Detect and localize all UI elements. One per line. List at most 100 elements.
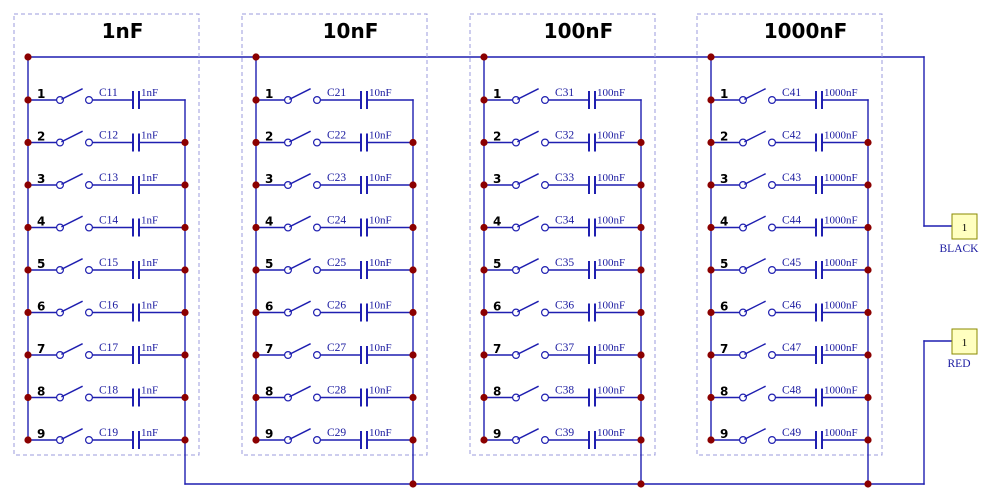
- bank-title: 100nF: [544, 19, 614, 43]
- capacitor-value: 1000nF: [824, 87, 858, 99]
- switch-lever: [517, 428, 539, 440]
- switch-lever: [517, 385, 539, 398]
- junction-dot: [480, 308, 488, 317]
- switch-number: 2: [265, 130, 273, 144]
- capacitor-ref: C22: [327, 130, 346, 142]
- switch-number: 5: [720, 257, 728, 271]
- capacitor-ref: C43: [782, 172, 801, 184]
- switch-number: 5: [37, 257, 45, 271]
- switch-lever: [744, 215, 766, 228]
- switch-number: 7: [720, 342, 728, 356]
- switch-contact: [738, 266, 747, 275]
- junction-dot: [707, 351, 715, 359]
- switch-number: 3: [720, 172, 728, 186]
- junction-dot: [181, 223, 189, 232]
- switch-number: 4: [265, 215, 273, 229]
- capacitor-ref: C29: [327, 427, 346, 439]
- junction-dot: [24, 223, 32, 232]
- junction-dot: [480, 393, 488, 402]
- switch-contact: [738, 181, 747, 190]
- junction-dot: [181, 181, 189, 189]
- capacitor-ref: C26: [327, 300, 346, 312]
- connector-pin: 1: [962, 337, 968, 349]
- junction-dot: [637, 480, 645, 488]
- switch-number: 4: [493, 215, 501, 229]
- connector-label: BLACK: [940, 243, 980, 255]
- switch-lever: [289, 88, 311, 100]
- junction-dot: [181, 351, 189, 359]
- junction-dot: [181, 308, 189, 317]
- junction-dot: [24, 308, 32, 317]
- capacitor-value: 100nF: [597, 257, 625, 269]
- connector-body: [951, 328, 978, 355]
- switch-lever: [517, 215, 539, 228]
- capacitor-value: 1nF: [141, 257, 158, 269]
- switch-contact: [84, 436, 93, 445]
- capacitor-ref: C16: [99, 300, 118, 312]
- junction-dot: [252, 308, 260, 317]
- bank-title: 1000nF: [764, 19, 848, 43]
- capacitor-ref: C11: [99, 87, 118, 99]
- switch-contact: [313, 308, 322, 317]
- switch-number: 6: [37, 300, 45, 314]
- switch-contact: [284, 181, 293, 190]
- bank-border: [469, 13, 656, 456]
- junction-dot: [864, 138, 872, 147]
- switch-contact: [313, 181, 322, 190]
- switch-contact: [313, 351, 322, 360]
- capacitor-value: 1000nF: [824, 427, 858, 439]
- capacitor-value: 100nF: [597, 130, 625, 142]
- bank-title: 10nF: [323, 19, 379, 43]
- switch-number: 7: [37, 342, 45, 356]
- junction-dot: [409, 138, 417, 147]
- junction-dot: [252, 393, 260, 402]
- capacitor-ref: C17: [99, 342, 118, 354]
- switch-contact: [313, 393, 322, 402]
- junction-dot: [480, 266, 488, 274]
- switch-contact: [767, 436, 776, 445]
- junction-dot: [24, 181, 32, 189]
- junction-dot: [24, 138, 32, 147]
- capacitor-ref: C41: [782, 87, 801, 99]
- capacitor-value: 1000nF: [824, 215, 858, 227]
- junction-dot: [707, 436, 715, 444]
- capacitor-value: 100nF: [597, 215, 625, 227]
- junction-dot: [864, 436, 872, 444]
- capacitor-value: 10nF: [369, 257, 392, 269]
- switch-lever: [61, 343, 83, 355]
- switch-contact: [540, 95, 549, 104]
- switch-number: 9: [37, 427, 45, 441]
- switch-lever: [744, 428, 766, 440]
- switch-contact: [511, 95, 520, 104]
- junction-dot: [252, 53, 260, 61]
- switch-number: 2: [720, 130, 728, 144]
- switch-lever: [517, 130, 539, 143]
- switch-lever: [744, 130, 766, 143]
- junction-dot: [707, 96, 715, 104]
- capacitor-ref: C13: [99, 172, 118, 184]
- switch-contact: [55, 223, 64, 232]
- capacitor-ref: C19: [99, 427, 118, 439]
- switch-number: 8: [493, 385, 501, 399]
- junction-dot: [252, 266, 260, 274]
- switch-lever: [61, 300, 83, 313]
- junction-dot: [181, 138, 189, 147]
- switch-lever: [61, 258, 83, 270]
- junction-dot: [707, 53, 715, 61]
- junction-dot: [864, 480, 872, 488]
- capacitor-ref: C44: [782, 215, 801, 227]
- switch-number: 6: [493, 300, 501, 314]
